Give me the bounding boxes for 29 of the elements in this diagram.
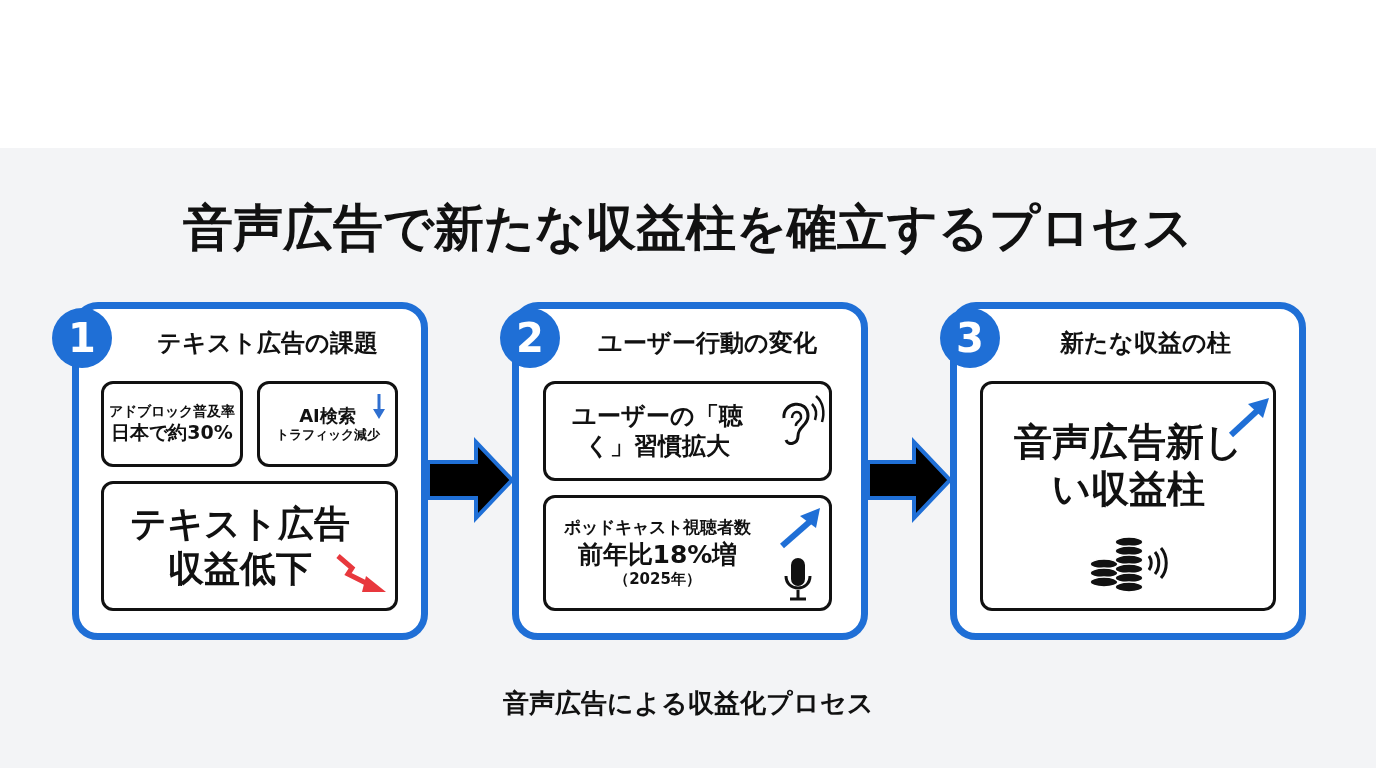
- box-text: トラフィック減少: [275, 427, 380, 444]
- title: 音声広告で新たな収益柱を確立するプロセス: [182, 198, 1194, 259]
- box-text: 音声広告新しい収益柱: [1012, 418, 1244, 513]
- caption: 音声広告による収益化プロセス: [501, 687, 875, 720]
- box-text: 日本で約30%: [111, 420, 233, 445]
- step-number: 2: [516, 315, 544, 361]
- info-box: [101, 481, 398, 611]
- box-text: 前年比18%増: [577, 538, 738, 570]
- step-number-badge: [52, 308, 112, 368]
- info-box: [257, 381, 398, 467]
- box-text: テキスト広告収益低下: [129, 502, 350, 591]
- info-box: [543, 381, 832, 481]
- card-heading: ユーザー行動の変化: [596, 328, 818, 359]
- info-box: [543, 495, 832, 611]
- box-text: AI検索: [299, 404, 356, 428]
- box-text: アドブロック普及率: [109, 403, 235, 421]
- block-arrow: [426, 437, 515, 523]
- card-heading: テキスト広告の課題: [155, 328, 379, 359]
- step-number-badge: [940, 308, 1000, 368]
- info-box: [101, 381, 243, 467]
- info-box: [980, 381, 1276, 611]
- box-text: ユーザーの「聴く」習慣拡大: [571, 401, 744, 461]
- card-heading: 新たな収益の柱: [1058, 328, 1232, 359]
- step-number: 3: [956, 315, 984, 361]
- box-text: （2025年）: [614, 569, 701, 589]
- step-number: 1: [68, 315, 96, 361]
- box-text: ポッドキャスト視聴者数: [564, 517, 751, 539]
- block-arrow: [866, 437, 953, 523]
- step-number-badge: [500, 308, 560, 368]
